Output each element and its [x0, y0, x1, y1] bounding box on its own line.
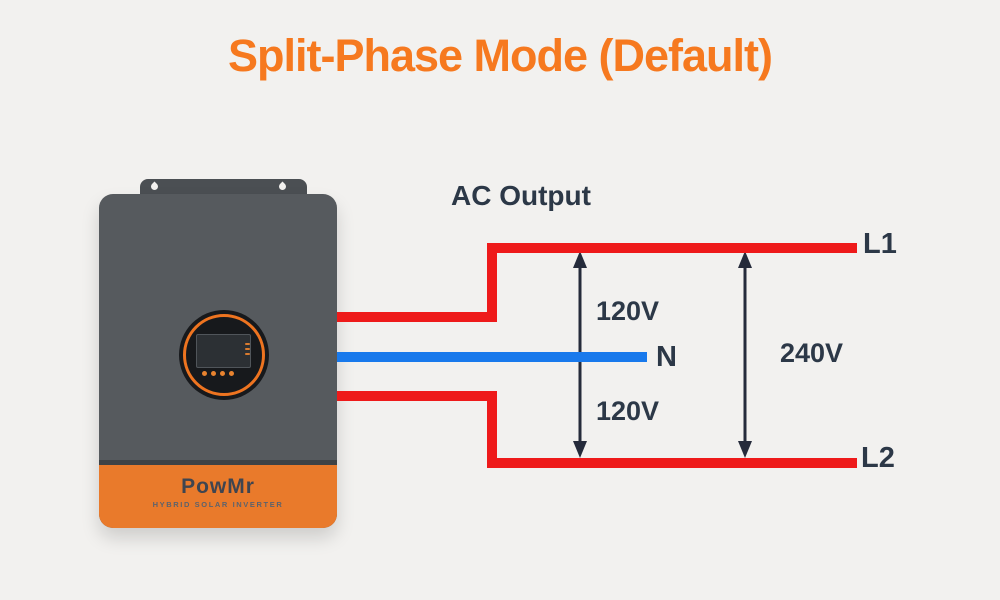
- inverter-body: PowMr HYBRID SOLAR INVERTER: [99, 194, 337, 528]
- display-ring: [183, 314, 265, 396]
- voltage-label-l1-l2: 240V: [780, 338, 844, 368]
- wire-l1-output-segment: [337, 312, 497, 322]
- l2-label: L2: [861, 442, 895, 474]
- l1-label: L1: [863, 228, 897, 260]
- page-title: Split-Phase Mode (Default): [227, 30, 773, 81]
- wire-neutral-line: [337, 352, 647, 362]
- wire-l2-line: [487, 458, 857, 468]
- brand-tagline: HYBRID SOLAR INVERTER: [152, 500, 284, 509]
- mounting-bracket: [140, 179, 307, 196]
- display-button-icon: [229, 371, 234, 376]
- wire-l2-output-segment: [337, 391, 497, 401]
- device-footer: PowMr HYBRID SOLAR INVERTER: [99, 465, 337, 528]
- brand-logo: PowMr: [181, 475, 255, 498]
- display-button-icon: [220, 371, 225, 376]
- inverter-display: [179, 310, 269, 400]
- display-button-icon: [211, 371, 216, 376]
- display-indicator-dash: [245, 353, 250, 355]
- display-button-icon: [202, 371, 207, 376]
- wire-l2-drop-segment: [487, 391, 497, 468]
- voltage-label-n-l2: 120V: [596, 396, 660, 426]
- voltage-label-l1-n: 120V: [596, 296, 660, 326]
- display-screen: [196, 334, 251, 368]
- neutral-label: N: [656, 341, 677, 373]
- wire-l1-riser-segment: [487, 243, 497, 322]
- ac-output-label: AC Output: [451, 180, 591, 211]
- display-indicator-dash: [245, 343, 250, 345]
- display-indicator-dash: [245, 348, 250, 350]
- wire-l1-line: [487, 243, 857, 253]
- voltage-arrow-240v-icon: [738, 251, 752, 458]
- device-seam: [99, 460, 337, 465]
